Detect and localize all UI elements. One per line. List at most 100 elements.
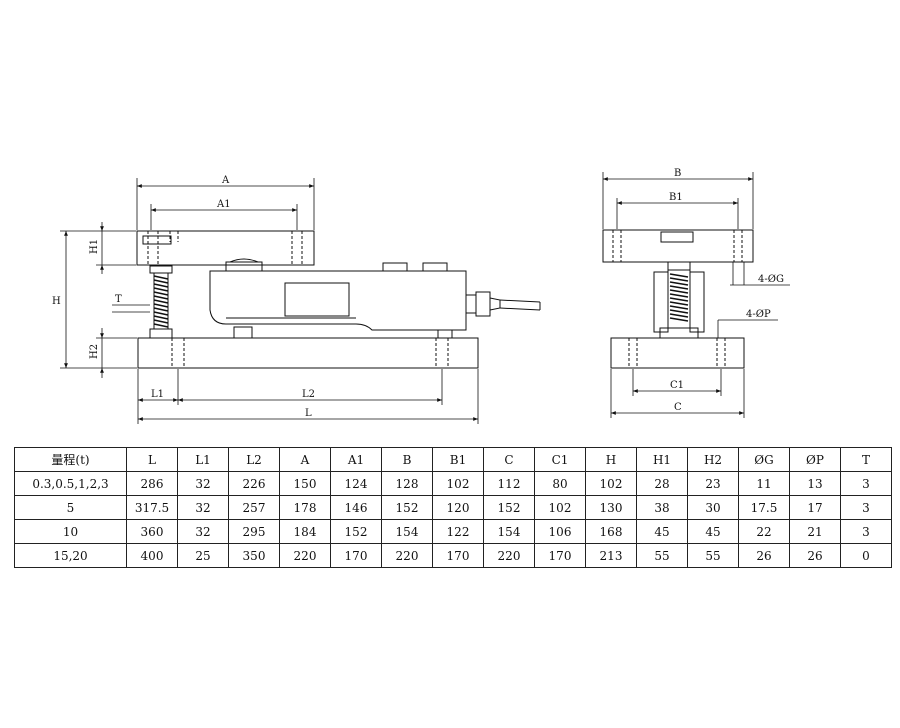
label-H2: H2	[89, 344, 100, 359]
table-cell: 26	[789, 543, 841, 568]
spec-table: 量程(t) L L1 L2 A A1 B B1 C C1 H H1 H2 ØG …	[14, 447, 892, 568]
table-cell: 350	[228, 543, 280, 568]
table-cell: 257	[228, 495, 280, 520]
side-base-plate	[610, 337, 745, 369]
table-cell: 0	[840, 543, 892, 568]
table-cell: 0.3,0.5,1,2,3	[14, 471, 127, 496]
label-L2: L2	[302, 389, 315, 400]
table-cell: 17.5	[738, 495, 790, 520]
table-cell: 178	[279, 495, 331, 520]
side-dimension-labels: B B1 C1 C 4-ØG 4-ØP	[669, 168, 784, 413]
front-dimensions	[60, 178, 479, 424]
table-cell: 130	[585, 495, 637, 520]
table-cell: 102	[432, 471, 484, 496]
label-T: T	[115, 294, 122, 305]
table-cell: 152	[330, 519, 382, 544]
table-cell: 295	[228, 519, 280, 544]
table-header-row: 量程(t) L L1 L2 A A1 B B1 C C1 H H1 H2 ØG …	[14, 447, 892, 472]
label-C: C	[674, 402, 682, 413]
table-cell: 32	[177, 495, 229, 520]
table-cell: 3	[840, 495, 892, 520]
dimension-drawing: A A1 H H1 H2 T L1 L2 L	[52, 168, 790, 424]
table-cell: 184	[279, 519, 331, 544]
table-cell: 102	[585, 471, 637, 496]
header-cell: 量程(t)	[14, 447, 127, 472]
table-cell: 11	[738, 471, 790, 496]
header-cell: A1	[330, 447, 382, 472]
header-cell: T	[840, 447, 892, 472]
front-view	[136, 230, 541, 369]
header-cell: ØG	[738, 447, 790, 472]
table-cell: 213	[585, 543, 637, 568]
table-cell: 122	[432, 519, 484, 544]
table-cell: 23	[687, 471, 739, 496]
table-cell: 317.5	[126, 495, 178, 520]
table-cell: 10	[14, 519, 127, 544]
table-cell: 3	[840, 519, 892, 544]
table-cell: 102	[534, 495, 586, 520]
header-cell: B1	[432, 447, 484, 472]
side-thread	[669, 273, 689, 322]
header-cell: L2	[228, 447, 280, 472]
table-cell: 120	[432, 495, 484, 520]
header-cell: H	[585, 447, 637, 472]
side-dimensions	[602, 172, 790, 418]
label-4-G: 4-ØG	[758, 274, 784, 285]
header-cell: A	[279, 447, 331, 472]
table-cell: 5	[14, 495, 127, 520]
table-cell: 38	[636, 495, 688, 520]
table-row: 15,20 400 25 350 220 170 220 170 220 170…	[14, 543, 892, 568]
table-cell: 150	[279, 471, 331, 496]
header-cell: H2	[687, 447, 739, 472]
table-cell: 21	[789, 519, 841, 544]
table-cell: 220	[279, 543, 331, 568]
label-B1: B1	[669, 192, 683, 203]
header-cell: L	[126, 447, 178, 472]
table-cell: 170	[534, 543, 586, 568]
table-cell: 112	[483, 471, 535, 496]
table-cell: 152	[483, 495, 535, 520]
table-cell: 45	[636, 519, 688, 544]
table-cell: 128	[381, 471, 433, 496]
table-cell: 15,20	[14, 543, 127, 568]
header-cell: H1	[636, 447, 688, 472]
side-view	[602, 229, 754, 369]
table-cell: 124	[330, 471, 382, 496]
side-top-plate	[602, 229, 754, 263]
label-L: L	[305, 408, 312, 419]
table-cell: 17	[789, 495, 841, 520]
table-cell: 55	[687, 543, 739, 568]
label-A1: A1	[216, 199, 231, 210]
table-cell: 154	[381, 519, 433, 544]
label-4-P: 4-ØP	[746, 309, 771, 320]
front-base-plate	[137, 337, 479, 369]
table-cell: 45	[687, 519, 739, 544]
table-cell: 286	[126, 471, 178, 496]
table-cell: 170	[432, 543, 484, 568]
table-cell: 80	[534, 471, 586, 496]
table-row: 0.3,0.5,1,2,3 286 32 226 150 124 128 102…	[14, 471, 892, 496]
table-cell: 170	[330, 543, 382, 568]
table-cell: 400	[126, 543, 178, 568]
label-H1: H1	[89, 239, 100, 254]
table-cell: 220	[483, 543, 535, 568]
header-cell: L1	[177, 447, 229, 472]
table-cell: 32	[177, 471, 229, 496]
label-A: A	[221, 175, 230, 186]
label-L1: L1	[151, 389, 164, 400]
front-label-plate	[284, 282, 350, 317]
table-cell: 28	[636, 471, 688, 496]
table-cell: 32	[177, 519, 229, 544]
table-row: 10 360 32 295 184 152 154 122 154 106 16…	[14, 519, 892, 544]
table-cell: 220	[381, 543, 433, 568]
header-cell: ØP	[789, 447, 841, 472]
table-cell: 154	[483, 519, 535, 544]
header-cell: C	[483, 447, 535, 472]
table-cell: 360	[126, 519, 178, 544]
table-cell: 26	[738, 543, 790, 568]
table-cell: 55	[636, 543, 688, 568]
table-cell: 22	[738, 519, 790, 544]
table-cell: 25	[177, 543, 229, 568]
front-thread	[153, 275, 169, 328]
table-cell: 168	[585, 519, 637, 544]
